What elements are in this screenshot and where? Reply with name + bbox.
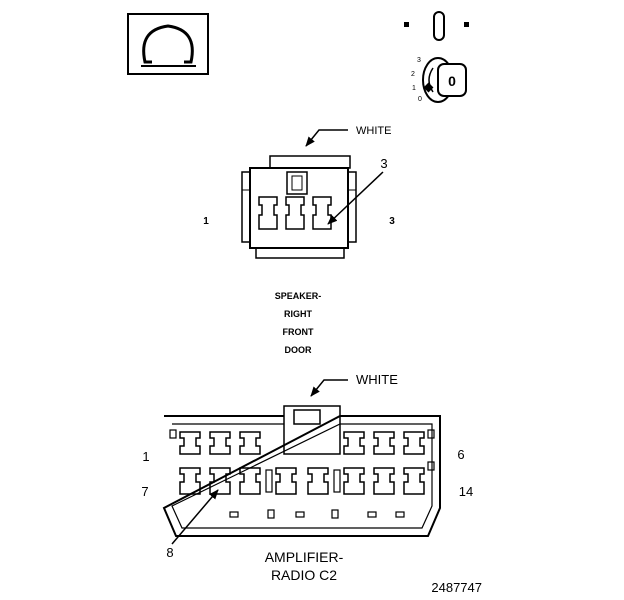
speaker-connector: WHITE 1 3 3 SPEAKER- RIGHT FRONT DOOR (203, 125, 395, 355)
ignition-position-3: 3 (417, 57, 421, 64)
top-connector-color-label: WHITE (356, 125, 391, 137)
top-connector-pin-1: 1 (203, 216, 209, 227)
bottom-connector-title-line-1: AMPLIFIER- (265, 549, 344, 565)
top-connector-title-line-4: DOOR (285, 345, 313, 355)
ohmmeter-icon (127, 13, 209, 75)
bottom-connector-pin-7: 7 (141, 484, 148, 499)
top-callout-pin: 3 (380, 156, 387, 171)
top-connector-title-line-2: RIGHT (284, 309, 313, 319)
amplifier-connector: WHITE (141, 372, 473, 583)
ignition-position-1: 1 (412, 85, 416, 92)
row1-cavities (179, 431, 425, 455)
bottom-connector-color-label: WHITE (356, 372, 398, 387)
key-position-label: 0 (448, 73, 456, 89)
bottom-connector-pin-6: 6 (457, 447, 464, 462)
bottom-connector-title-line-2: RADIO C2 (271, 567, 337, 583)
bottom-callout-pin: 8 (166, 545, 173, 560)
ignition-position-0: 0 (418, 96, 422, 103)
bottom-connector-pin-14: 14 (459, 484, 473, 499)
bottom-connector-pin-1: 1 (142, 449, 149, 464)
top-connector-title-line-3: FRONT (283, 327, 314, 337)
figure-id: 2487747 (431, 580, 482, 595)
row2-cavities (179, 467, 425, 495)
ignition-position-2: 2 (411, 71, 415, 78)
top-connector-pin-3: 3 (389, 216, 395, 227)
top-connector-title-line-1: SPEAKER- (275, 291, 322, 301)
ignition-key-icon: 0 3 2 1 0 (404, 11, 469, 103)
